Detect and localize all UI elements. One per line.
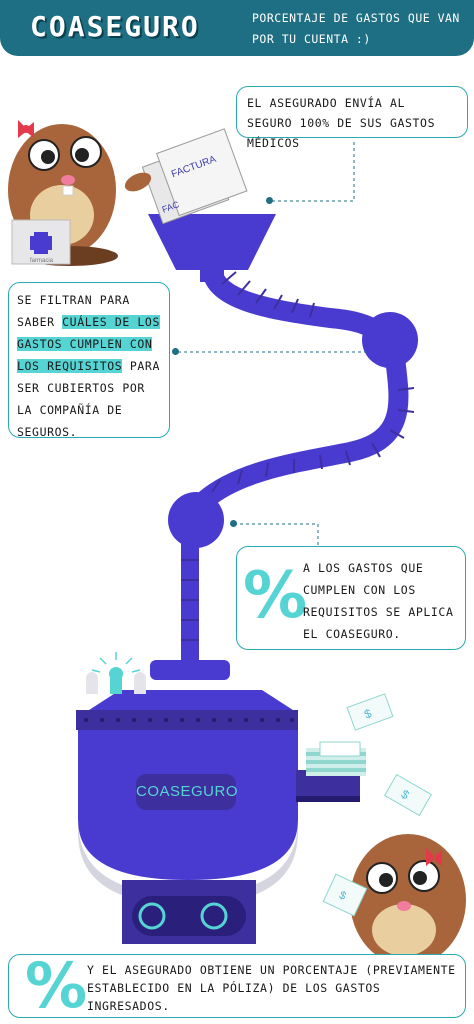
pipe-upper — [202, 258, 399, 368]
step-3-card: % A LOS GASTOS QUE CUMPLEN CON LOS REQUI… — [236, 546, 466, 650]
connector-lines — [178, 140, 370, 548]
flying-bill-1: $ — [346, 693, 394, 731]
pipe-joint-lower — [168, 492, 224, 548]
pharmacy-bag: farmacia — [11, 219, 71, 265]
step-4-card: % Y EL ASEGURADO OBTIENE UN PORCENTAJE (… — [8, 949, 466, 1022]
connector-dot-2 — [172, 348, 179, 355]
light-bulbs — [86, 652, 146, 694]
connector-dot-3 — [230, 520, 237, 527]
svg-text:farmacia: farmacia — [30, 258, 54, 264]
pipe-middle — [195, 348, 409, 510]
machine-label: COASEGURO — [136, 774, 238, 810]
invoice-papers: FACTURA FAC — [141, 128, 248, 225]
machine-rivets — [84, 718, 294, 722]
flying-bill-2: $ — [383, 773, 433, 817]
percent-icon: % — [243, 559, 308, 633]
wheel-right-icon — [200, 902, 228, 930]
connector-dot-1 — [266, 197, 273, 204]
step-3-text: A LOS GASTOS QUE CUMPLEN CON LOS REQUISI… — [303, 561, 454, 641]
money-stack — [306, 741, 366, 776]
funnel-neck — [200, 268, 224, 282]
machine-top — [150, 660, 230, 680]
svg-text:$: $ — [337, 889, 348, 902]
step-1-text: EL ASEGURADO ENVÍA AL SEGURO 100% DE SUS… — [247, 96, 436, 150]
machine-rim — [76, 710, 298, 730]
funnel — [148, 214, 276, 270]
pipe-joint-upper — [362, 312, 418, 368]
step-2-text: SE FILTRAN PARA SABER CUÁLES DE LOS GAST… — [17, 289, 161, 443]
page-subtitle: PORCENTAJE DE GASTOS QUE VAN POR TU CUEN… — [252, 11, 460, 46]
step-1-card: EL ASEGURADO ENVÍA AL SEGURO 100% DE SUS… — [236, 86, 468, 150]
step-2-card: SE FILTRAN PARA SABER CUÁLES DE LOS GAST… — [8, 282, 170, 439]
step-4-text: Y EL ASEGURADO OBTIENE UN PORCENTAJE (PR… — [87, 963, 456, 1013]
svg-text:$: $ — [362, 706, 373, 722]
step-2-text-after: PARA SER CUBIERTOS POR LA COMPAÑÍA DE SE… — [17, 359, 160, 439]
wheel-left-icon — [138, 902, 166, 930]
step-2-highlight: CUÁLES DE LOS GASTOS CUMPLEN CON LOS REQ… — [17, 315, 160, 373]
header-banner: COASEGURO PORCENTAJE DE GASTOS QUE VAN P… — [0, 0, 474, 56]
pipe-ridges — [181, 271, 415, 641]
step-2-text-before: SE FILTRAN PARA SABER — [17, 293, 130, 329]
percent-icon-bottom: % — [25, 949, 88, 1022]
page-title: COASEGURO — [30, 10, 200, 43]
beaver-bottom-right: $ — [322, 834, 466, 966]
machine-hood — [86, 690, 296, 712]
